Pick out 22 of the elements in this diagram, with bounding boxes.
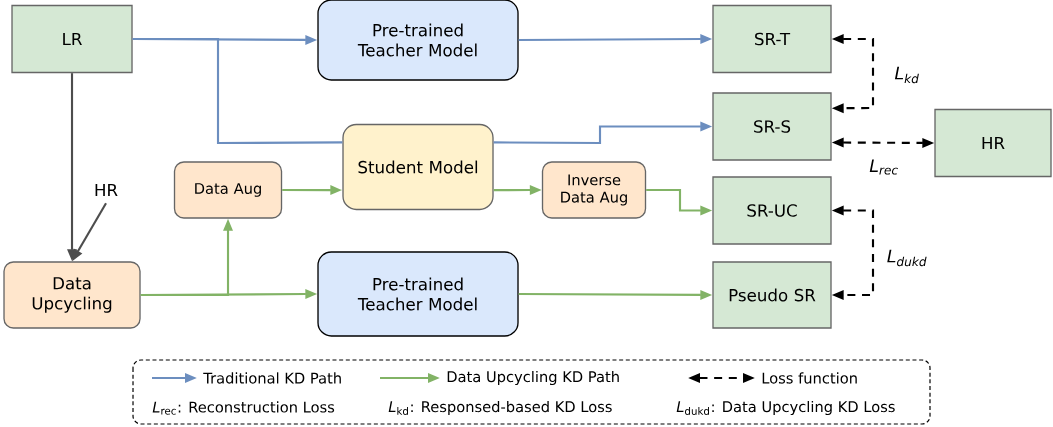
result-box: SR-UC: [712, 176, 832, 245]
legend-text: L$_{kd}$: Responsed-based KD Loss: [388, 400, 612, 416]
legend-text: Traditional KD Path: [203, 372, 341, 384]
legend-text: Loss function: [762, 372, 857, 384]
edge-label: L$_{rec}$: [869, 159, 898, 175]
process-box: Data Upcycling: [3, 261, 141, 329]
result-box: SR-T: [712, 4, 832, 74]
legend-text: L$_{dukd}$: Data Upcycling KD Loss: [676, 400, 895, 416]
legend-text: L$_{rec}$: Reconstruction Loss: [152, 401, 335, 415]
process-box: Inverse Data Aug: [541, 161, 647, 219]
model-box: Pre-trained Teacher Model: [317, 0, 519, 81]
input-box: LR: [11, 4, 133, 74]
edge-label: L$_{dukd}$: [887, 249, 927, 267]
edge-label: L$_{kd}$: [894, 66, 919, 84]
model-box: Pre-trained Teacher Model: [317, 251, 519, 337]
result-box: SR-S: [712, 92, 832, 161]
input-label: HR: [95, 183, 118, 197]
model-box: Student Model: [342, 123, 494, 211]
legend-text: Data Upcycling KD Path: [447, 370, 619, 386]
result-box: Pseudo SR: [712, 261, 832, 329]
process-box: Data Aug: [173, 161, 283, 219]
target-box: HR: [934, 108, 1052, 178]
